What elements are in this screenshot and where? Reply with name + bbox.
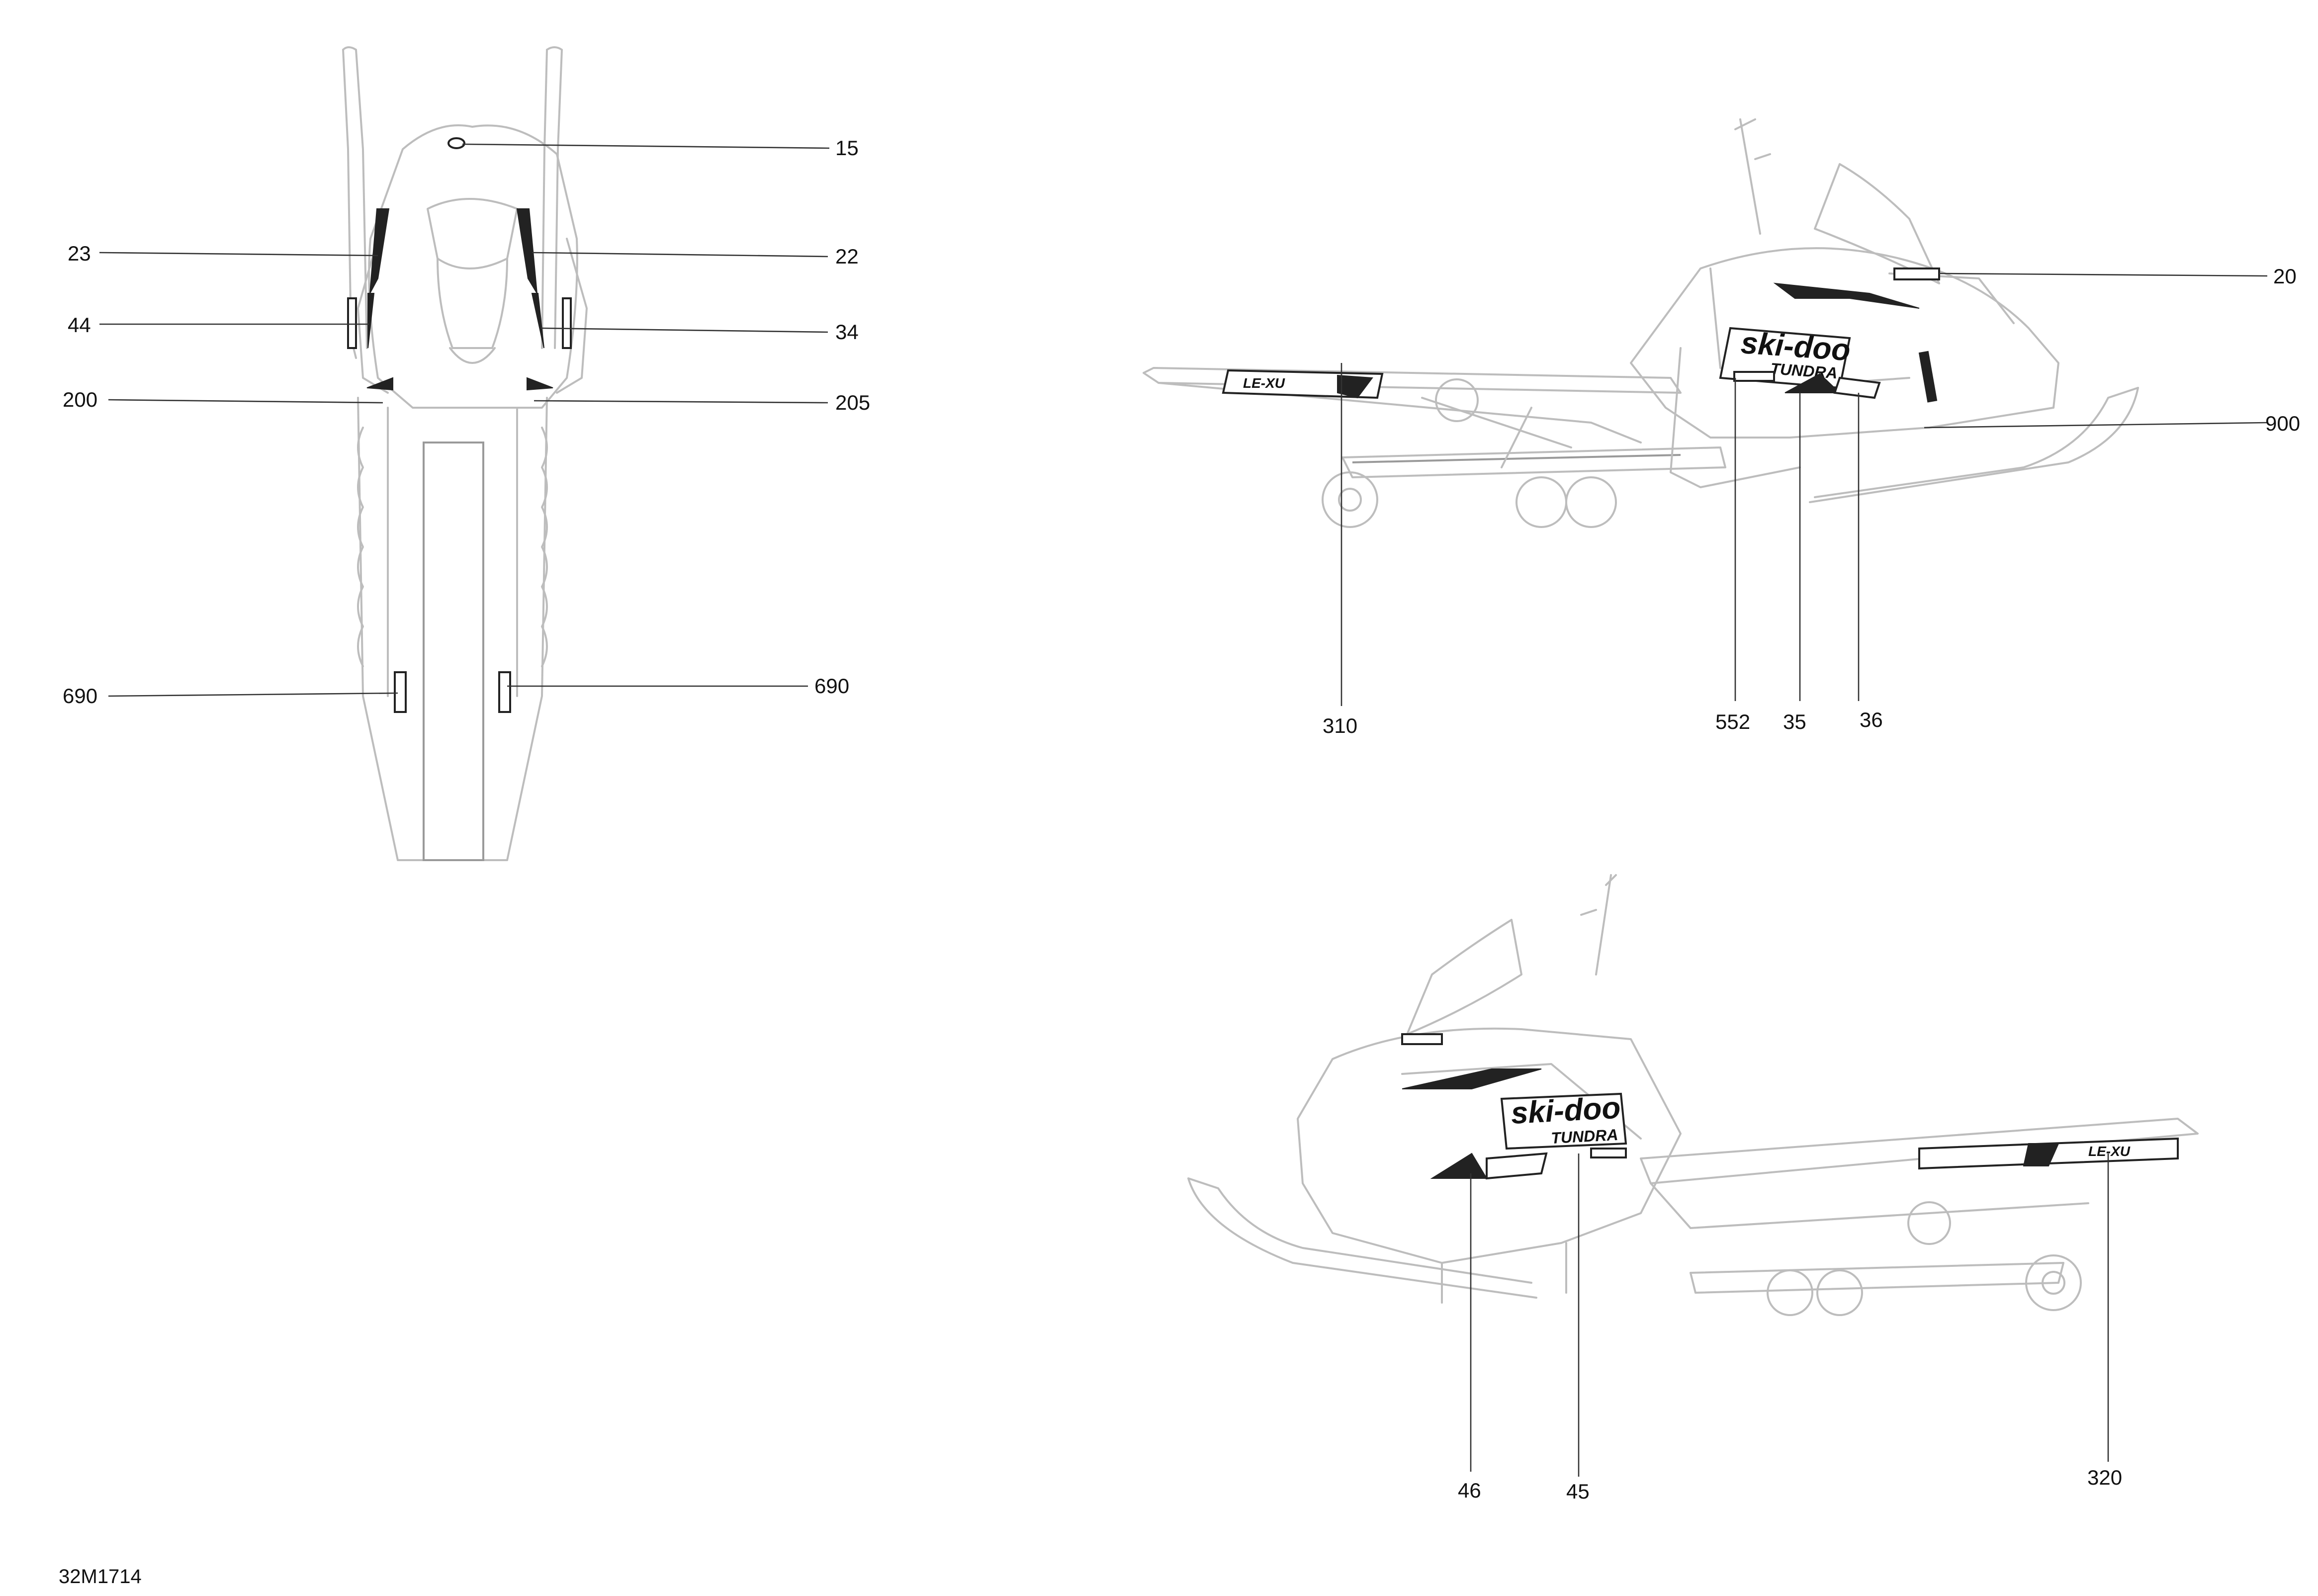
leader-200 [108,399,383,404]
tunnel-x-decal-left [2023,1143,2059,1166]
hood-decal-left [369,208,390,294]
leader-690-left [108,692,398,697]
tunnel-decal-right [498,671,511,713]
leader-900 [1924,422,2268,429]
left-side-view-snowmobile: ski-doo TUNDRA LE-XU 46 45 320 [1187,874,2199,1503]
hood-stripe-decal-left [1402,1068,1542,1089]
brand-mark-left: ski-doo [1510,1091,1621,1131]
small-badge-left [1590,1148,1627,1158]
callout-45: 45 [1566,1480,1590,1503]
brand-mark-right: ski-doo [1740,326,1852,367]
callout-15: 15 [835,136,859,160]
side-logo-right [562,297,572,349]
callout-200: 200 [63,388,97,411]
hood-decal-right [516,208,537,294]
model-mark-left: TUNDRA [1550,1126,1618,1147]
callout-46: 46 [1458,1479,1481,1502]
callout-35: 35 [1783,710,1806,733]
logo-decal-15 [447,137,465,149]
callout-20: 20 [2273,265,2297,288]
callout-320: 320 [2087,1466,2122,1489]
tunnel-mark-left: LE-XU [2088,1144,2131,1159]
callout-34: 34 [835,320,859,344]
leader-205 [534,400,828,404]
tunnel-mark-right: LE-XU [1243,375,1285,391]
lower-decal-35 [1784,373,1841,393]
hood-stripe-decal [1773,282,1920,309]
lower-decal-right [527,377,553,391]
drawing-code: 32M1714 [59,1566,142,1588]
lower-decal-36 [1833,376,1881,399]
side-decal-900 [1918,351,1938,403]
callout-23: 23 [68,242,91,265]
hood-badge-decal-left [1401,1033,1443,1045]
callout-690-left: 690 [63,684,97,708]
top-view-snowmobile: 15 23 22 44 34 200 205 690 690 [63,46,870,861]
side-logo-left [347,297,357,349]
hood-badge-decal-20 [1893,267,1940,280]
lower-decal-46 [1430,1153,1488,1179]
callout-310: 310 [1323,714,1357,737]
tunnel-decal-left [394,671,407,713]
callout-205: 205 [835,391,870,414]
side-decal-right [531,293,544,349]
leader-34 [540,327,828,333]
callout-44: 44 [68,313,91,337]
leader-23 [99,252,378,257]
tunnel-x-decal-right [1337,374,1373,399]
side-panel-decal-left [1500,1092,1627,1150]
lower-decal-45 [1486,1152,1548,1180]
leader-15 [462,143,830,149]
callout-690-right: 690 [814,674,849,698]
lower-decal-left [366,377,393,391]
callout-552: 552 [1715,710,1750,733]
right-side-view-snowmobile: ski-doo TUNDRA LE-XU 20 900 310 552 35 3… [1143,118,2300,737]
side-decal-left [367,293,375,349]
leader-20 [1939,272,2268,277]
leader-22 [532,252,828,258]
callout-36: 36 [1860,708,1883,731]
small-badge-552 [1733,371,1775,382]
callout-900: 900 [2265,412,2300,435]
callout-22: 22 [835,245,859,268]
